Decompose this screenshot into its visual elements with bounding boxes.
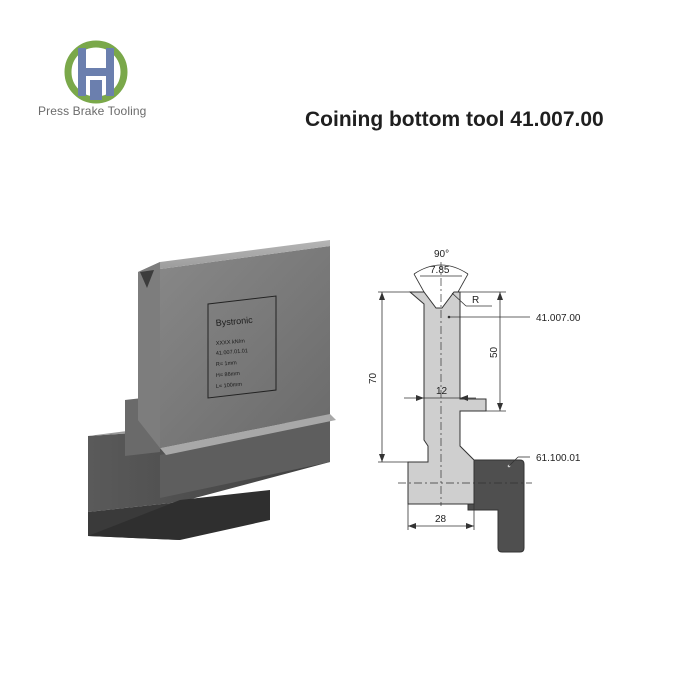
center-lines bbox=[398, 262, 532, 506]
tool-label-line: XXXX kN/m bbox=[216, 338, 246, 347]
part-number-label: 41.007.00 bbox=[536, 313, 581, 324]
holder-part-label: 61.100.01 bbox=[536, 453, 581, 464]
radius-label: R bbox=[472, 295, 479, 306]
brand-caption: Press Brake Tooling bbox=[38, 104, 147, 118]
step-front-face bbox=[160, 420, 330, 498]
step-top-face bbox=[160, 414, 336, 455]
tool-label-lines: XXXX kN/m 41.007.01.01 R= 1mm H= 86mm L=… bbox=[216, 338, 249, 390]
dimension-labels: 90° 7.85 R 41.007.00 70 50 12 28 61.100.… bbox=[368, 249, 581, 525]
tool-label-frame bbox=[207, 295, 277, 399]
holder-profile bbox=[467, 459, 525, 553]
tool-label-line: H= 86mm bbox=[216, 371, 241, 379]
plate-top bbox=[138, 240, 330, 272]
logo-h-icon bbox=[78, 48, 114, 100]
tool-label-line: R= 1mm bbox=[216, 360, 238, 368]
brand-logo bbox=[64, 40, 128, 104]
tool-3d-render: Bystronic XXXX kN/m 41.007.01.01 R= 1mm … bbox=[88, 240, 336, 540]
base-shadow bbox=[88, 490, 270, 540]
plate-face bbox=[138, 246, 330, 448]
tool-cross-section bbox=[407, 291, 525, 553]
angle-label: 90° bbox=[434, 249, 449, 260]
base-width-label: 28 bbox=[435, 514, 447, 525]
tool-label-line: L= 100mm bbox=[216, 382, 243, 390]
v-groove bbox=[140, 270, 154, 288]
dimension-lines bbox=[378, 264, 530, 530]
height-total-label: 70 bbox=[368, 372, 379, 384]
height-upper-label: 50 bbox=[489, 346, 500, 358]
tool-label-line: 41.007.01.01 bbox=[216, 348, 249, 357]
dimension-arrows bbox=[379, 292, 503, 529]
page-title: Coining bottom tool 41.007.00 bbox=[305, 108, 604, 131]
v-width-label: 7.85 bbox=[430, 265, 450, 276]
plate-side bbox=[138, 262, 160, 448]
web-width-label: 12 bbox=[436, 386, 448, 397]
tool-label-brand: Bystronic bbox=[215, 315, 253, 328]
